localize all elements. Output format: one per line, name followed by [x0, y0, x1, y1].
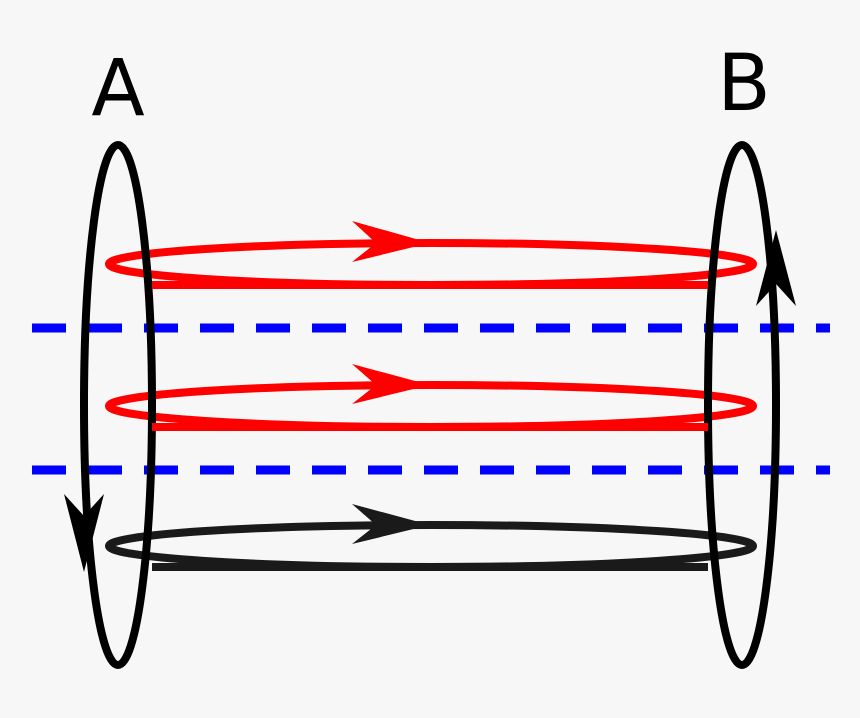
upper-red-arrow-icon: [352, 221, 430, 262]
label-a: A: [91, 44, 144, 134]
ring-b-up-arrow-icon: [756, 230, 796, 306]
middle-red-arrow-icon: [352, 364, 430, 404]
ring-a-down-arrow-icon: [64, 494, 104, 572]
ring-a: [80, 141, 156, 669]
ring-b: [704, 141, 780, 669]
label-b: B: [717, 39, 771, 129]
lower-black-arrow-icon: [352, 504, 430, 544]
